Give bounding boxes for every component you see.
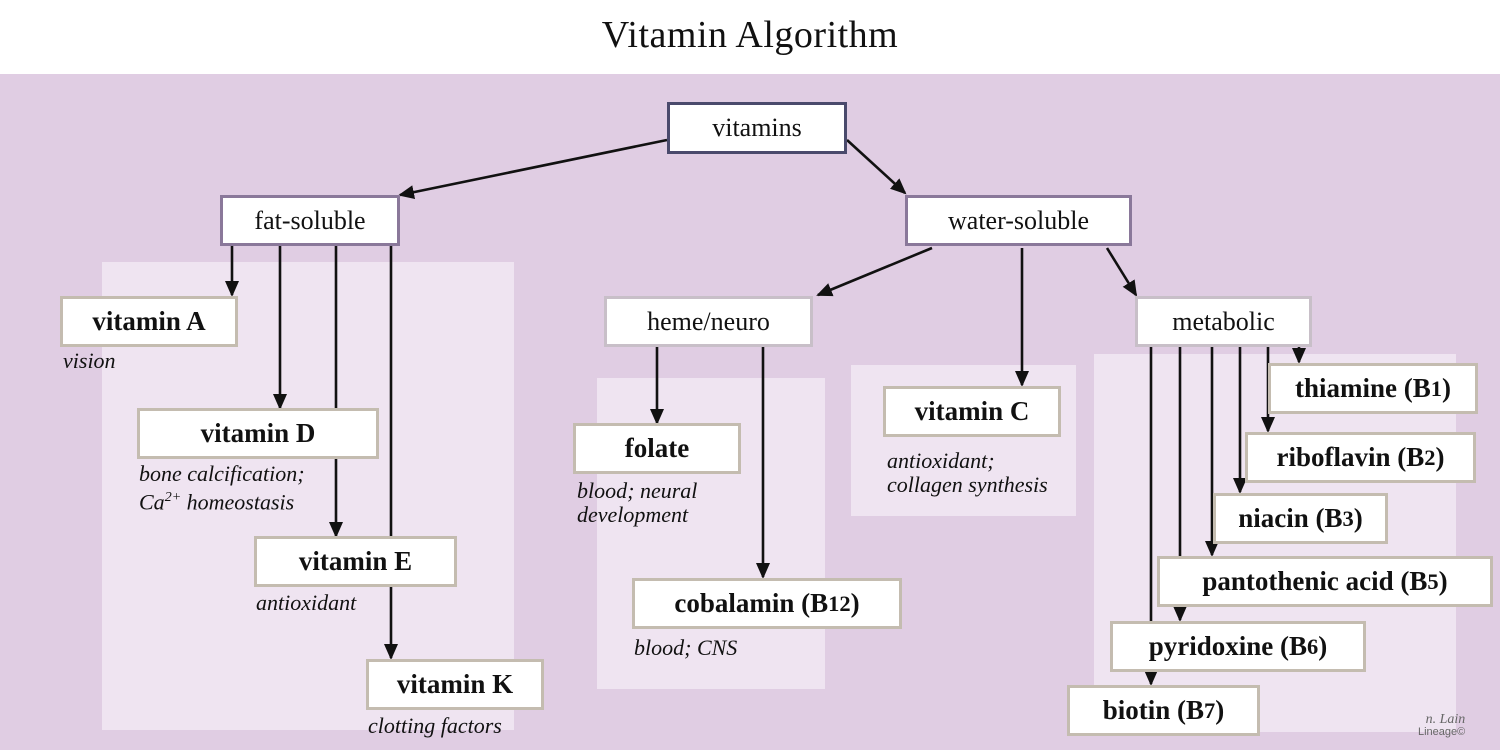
node-water-soluble: water-soluble <box>905 195 1132 246</box>
edge-vitamins-fat <box>398 138 668 200</box>
edge-water-metabolic <box>1105 247 1138 297</box>
node-vitamin-k: vitamin K <box>366 659 544 710</box>
desc-vitamin-e: antioxidant <box>256 590 357 615</box>
desc-vitamin-k: clotting factors <box>368 713 502 738</box>
copyright-icon: © <box>1457 726 1466 738</box>
desc-vitamin-d: bone calcification; Ca2+ homeostasis <box>139 461 305 515</box>
desc-folate: blood; neural development <box>577 478 698 527</box>
node-vitamin-e: vitamin E <box>254 536 457 587</box>
node-fat-soluble: fat-soluble <box>220 195 400 246</box>
node-vitamin-c: vitamin C <box>883 386 1061 437</box>
node-heme-neuro: heme/neuro <box>604 296 813 347</box>
node-vitamins: vitamins <box>667 102 847 154</box>
signature: n. Lain Lineage© <box>1418 712 1466 739</box>
desc-vitamin-a: vision <box>63 348 116 373</box>
node-metabolic: metabolic <box>1135 296 1312 347</box>
desc-cobalamin: blood; CNS <box>634 635 738 660</box>
diagram-canvas <box>0 74 1500 750</box>
node-vitamin-d: vitamin D <box>137 408 379 459</box>
desc-vitamin-c: antioxidant; collagen synthesis <box>887 448 1048 497</box>
node-vitamin-a: vitamin A <box>60 296 238 347</box>
edge-water-heme <box>816 246 933 297</box>
node-folate: folate <box>573 423 741 474</box>
edge-vitamins-water <box>846 139 907 195</box>
diagram-title: Vitamin Algorithm <box>601 14 899 56</box>
